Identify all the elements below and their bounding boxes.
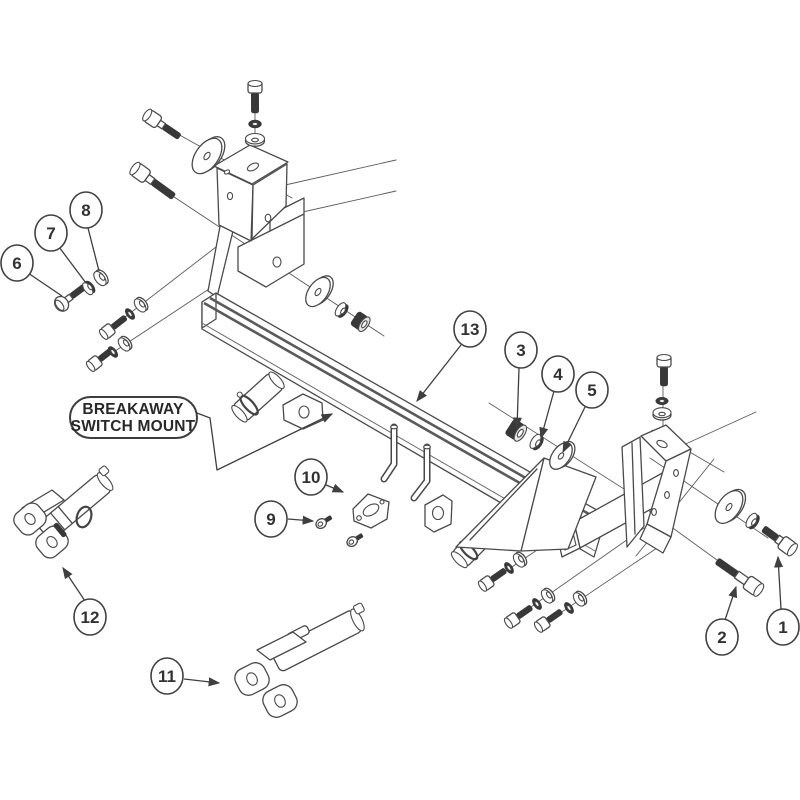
flat-washer [133, 296, 149, 313]
flat-washer-top-left [244, 132, 266, 147]
callout-4: 4 [541, 355, 575, 393]
lock-washer [564, 602, 574, 614]
hex-bolt-set [533, 609, 563, 633]
hitch-pin-assembly-part-12 [13, 465, 114, 559]
hex-bolt-part-2 [715, 558, 765, 597]
hitch-pin-assembly-part-11 [234, 602, 365, 718]
leader-line-7 [58, 246, 87, 284]
right-mounting-bracket [455, 424, 692, 554]
lock-washer-right [745, 512, 760, 530]
clip-pin [53, 522, 67, 538]
callout-number-4: 4 [553, 365, 563, 384]
callout-number-7: 7 [46, 224, 55, 243]
flat-washer [572, 590, 588, 607]
leader-line-2 [724, 585, 738, 621]
leader-line-9 [287, 515, 315, 525]
mount-screw-part-9b [346, 533, 364, 548]
fender-washer-right [714, 488, 747, 525]
wiring-rod-left [380, 423, 398, 483]
lock-washer [124, 308, 136, 320]
callout-6: 6 [0, 244, 34, 282]
lock-washer-top-right [655, 396, 669, 406]
fender-washer-mid-left [305, 275, 334, 308]
callout-leader-lines [27, 227, 784, 687]
retaining-ring [75, 505, 93, 529]
leader-line-11 [183, 677, 221, 687]
leader-line-12 [62, 566, 86, 602]
lock-washer-mid-left [334, 302, 349, 318]
left-mounting-bracket-rear-plate [237, 197, 305, 288]
lock-washer [107, 346, 119, 358]
callout-number-2: 2 [717, 628, 726, 647]
callout-8: 8 [69, 191, 103, 229]
breakaway-switch-mount-label: BREAKAWAY SWITCH MOUNT [69, 396, 334, 471]
flat-washer [540, 587, 556, 604]
callout-number-6: 6 [12, 254, 21, 273]
callout-number-1: 1 [778, 618, 787, 637]
hex-bolt-set [98, 315, 128, 340]
lock-washer [504, 562, 514, 574]
crossbar-part-13 [201, 292, 617, 558]
hex-bolt-set [477, 568, 507, 592]
carriage-bolt-part-6 [53, 284, 87, 312]
left-mounting-bracket [213, 144, 289, 242]
callout-10: 10 [294, 458, 328, 496]
flat-washer-top-right [652, 407, 672, 421]
leader-line-5 [562, 406, 586, 454]
hex-bolt-top-left [247, 79, 263, 114]
leader-line-6 [27, 272, 63, 297]
callout-12: 12 [73, 598, 107, 636]
callout-9: 9 [254, 500, 288, 538]
hex-bolt-a [142, 108, 181, 140]
leader-line-4 [539, 390, 555, 440]
lock-washer [532, 598, 542, 610]
callout-13: 13 [453, 310, 487, 348]
callout-7: 7 [34, 214, 68, 252]
leader-line-13 [416, 344, 462, 403]
wiring-rod-right [410, 443, 431, 502]
lock-washer-part-4 [529, 433, 544, 451]
callout-number-3: 3 [516, 341, 525, 360]
hex-nut-mid-left [350, 311, 371, 333]
lock-washer-part-7 [82, 280, 96, 296]
callout-number-13: 13 [461, 320, 480, 339]
callout-number-5: 5 [587, 381, 596, 400]
label-line-2: SWITCH MOUNT [71, 418, 196, 435]
label-line-1: BREAKAWAY [82, 401, 184, 418]
callout-3: 3 [504, 331, 538, 369]
hex-bolt-b [129, 161, 176, 200]
hex-bolt-top-right [656, 353, 672, 387]
hex-bolt-set [503, 605, 533, 629]
hex-bolt-part-1 [761, 526, 798, 557]
flat-washer [512, 551, 528, 568]
mount-screw-part-9 [315, 515, 333, 530]
leader-line-1 [774, 555, 784, 610]
callout-number-8: 8 [81, 201, 90, 220]
callout-number-11: 11 [158, 667, 176, 686]
callout-number-12: 12 [81, 608, 100, 627]
callout-number-9: 9 [266, 510, 275, 529]
callout-2: 2 [705, 618, 739, 656]
breakaway-switch-mount-plate-part-10 [352, 493, 390, 529]
flat-washer-part-8 [93, 269, 109, 287]
flat-washer [117, 335, 133, 352]
callout-1: 1 [766, 608, 800, 646]
lock-washer-top-left [248, 119, 262, 129]
callout-number-10: 10 [302, 468, 321, 487]
leader-line-8 [87, 227, 100, 272]
fender-washer-upper-left [191, 136, 226, 175]
leader-line-3 [512, 367, 522, 430]
leader-line-10 [325, 483, 345, 493]
callout-5: 5 [575, 371, 609, 409]
callout-11: 11 [150, 657, 184, 695]
